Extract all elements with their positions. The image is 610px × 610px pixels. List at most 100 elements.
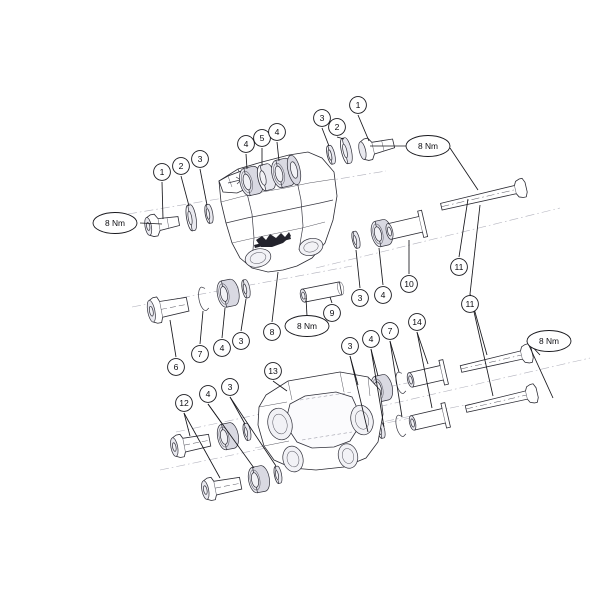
- callout-number: 2: [335, 122, 340, 132]
- torque-balloon: 8 Nm: [92, 212, 138, 234]
- callout-circle: [253, 129, 271, 147]
- callout-circle: [264, 362, 282, 380]
- callout-3[interactable]: 3: [313, 109, 331, 127]
- callout-circle: [237, 135, 255, 153]
- callout-7[interactable]: 7: [191, 345, 209, 363]
- callout-number: 8: [270, 327, 275, 337]
- callout-number: 2: [179, 161, 184, 171]
- callout-circle: [263, 323, 281, 341]
- callout-circle: [450, 258, 468, 276]
- part-linkage-plate: [257, 371, 384, 473]
- callout-circle: [268, 123, 286, 141]
- callout-12[interactable]: 12: [175, 394, 193, 412]
- callout-4[interactable]: 4: [362, 330, 380, 348]
- bushing-stack-upper: [239, 154, 302, 197]
- callout-circle: [323, 304, 341, 322]
- manufacturer-logo: [254, 232, 291, 248]
- callout-number: 4: [369, 334, 374, 344]
- callout-14[interactable]: 14: [408, 313, 426, 331]
- callout-4[interactable]: 4: [199, 385, 217, 403]
- callout-number: 12: [179, 398, 189, 408]
- callout-number: 11: [466, 299, 475, 309]
- callout-number: 3: [320, 113, 325, 123]
- callout-13[interactable]: 13: [264, 362, 282, 380]
- callout-circle: [362, 330, 380, 348]
- callout-circle: [191, 150, 209, 168]
- callout-3[interactable]: 3: [221, 378, 239, 396]
- callout-6[interactable]: 6: [167, 358, 185, 376]
- torque-balloon: 8 Nm: [405, 135, 451, 157]
- callout-4[interactable]: 4: [268, 123, 286, 141]
- callout-2[interactable]: 2: [172, 157, 190, 175]
- callout-3[interactable]: 3: [351, 289, 369, 307]
- callout-circle: [175, 394, 193, 412]
- hardware-top-center: [326, 137, 396, 165]
- torque-balloon: 8 Nm: [526, 330, 572, 352]
- callout-number: 4: [381, 290, 386, 300]
- callout-circle: [408, 313, 426, 331]
- callout-circle: [461, 295, 479, 313]
- callout-circle: [374, 286, 392, 304]
- callout-number: 5: [260, 133, 265, 143]
- callout-5[interactable]: 5: [253, 129, 271, 147]
- callout-number: 3: [348, 341, 353, 351]
- hardware-mid-right: [351, 209, 429, 249]
- callout-circle: [221, 378, 239, 396]
- torque-balloon: 8 Nm: [284, 315, 330, 337]
- callout-8[interactable]: 8: [263, 323, 281, 341]
- callout-4[interactable]: 4: [374, 286, 392, 304]
- callout-number: 3: [228, 382, 233, 392]
- callout-9[interactable]: 9: [323, 304, 341, 322]
- callout-4[interactable]: 4: [213, 339, 231, 357]
- callout-1[interactable]: 1: [349, 96, 367, 114]
- callout-circle: [213, 339, 231, 357]
- callout-circle: [232, 332, 250, 350]
- callout-4[interactable]: 4: [237, 135, 255, 153]
- callout-circle: [153, 163, 171, 181]
- callout-circle: [172, 157, 190, 175]
- callout-number: 9: [330, 308, 335, 318]
- callout-11[interactable]: 11: [450, 258, 468, 276]
- callout-3[interactable]: 3: [341, 337, 359, 355]
- callout-number: 6: [174, 362, 179, 372]
- callout-circle: [351, 289, 369, 307]
- callout-number: 13: [268, 366, 278, 376]
- callout-3[interactable]: 3: [232, 332, 250, 350]
- callout-number: 3: [198, 154, 203, 164]
- bolt-long-upper: [440, 177, 528, 211]
- bolt-long-lower-pair: [459, 343, 539, 413]
- callout-3[interactable]: 3: [191, 150, 209, 168]
- callout-number: 7: [198, 349, 203, 359]
- callout-number: 3: [239, 336, 244, 346]
- callout-circle: [349, 96, 367, 114]
- callout-number: 11: [455, 262, 464, 272]
- callout-1[interactable]: 1: [153, 163, 171, 181]
- torque-labels: 8 Nm 8 Nm 8 Nm 8 Nm: [92, 135, 572, 352]
- callout-11[interactable]: 11: [461, 295, 479, 313]
- callout-2[interactable]: 2: [328, 118, 346, 136]
- callout-circle: [167, 358, 185, 376]
- callout-number: 1: [356, 100, 361, 110]
- torque-value: 8 Nm: [105, 218, 125, 228]
- callout-number: 7: [388, 326, 393, 336]
- callout-number: 1: [160, 167, 165, 177]
- callout-circle: [199, 385, 217, 403]
- torque-value: 8 Nm: [418, 141, 438, 151]
- callout-circle: [381, 322, 399, 340]
- callout-number: 3: [358, 293, 363, 303]
- torque-value: 8 Nm: [297, 321, 317, 331]
- callout-circle: [400, 275, 418, 293]
- callout-circle: [191, 345, 209, 363]
- hardware-left-lower: [146, 278, 251, 324]
- callout-7[interactable]: 7: [381, 322, 399, 340]
- leader-lines: [139, 114, 554, 479]
- callout-10[interactable]: 10: [400, 275, 418, 293]
- torque-value: 8 Nm: [539, 336, 559, 346]
- hardware-top-left: [144, 203, 214, 237]
- collar-sleeve-9: [299, 281, 345, 303]
- callout-circle: [313, 109, 331, 127]
- callout-number: 10: [404, 279, 414, 289]
